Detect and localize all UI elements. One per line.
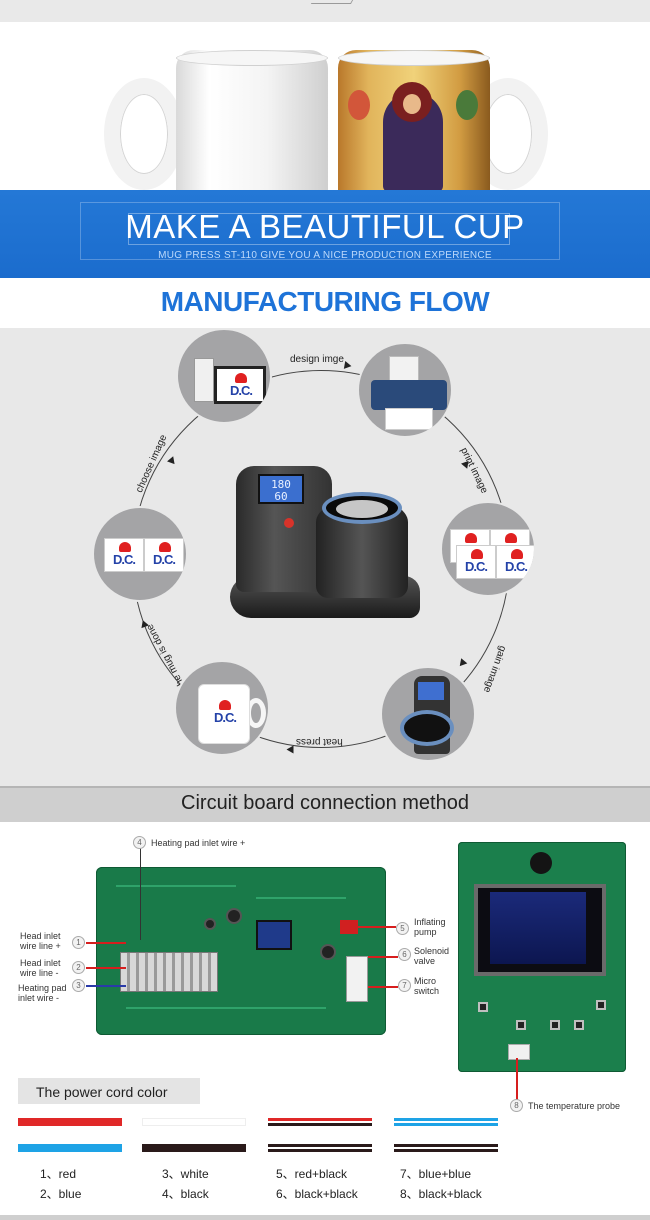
hero-title: MAKE A BEAUTIFUL CUP xyxy=(125,208,525,245)
printer-icon xyxy=(371,380,447,410)
board-button xyxy=(596,1000,606,1010)
cord-item-blue-blue: 7、blue+blue xyxy=(400,1167,472,1181)
transformer xyxy=(256,920,292,950)
callout-head-inlet-plus: Head inlet wire line + xyxy=(20,931,61,951)
callout-heating-pad-minus: Heating pad inlet wire - xyxy=(18,983,67,1003)
cord-item-red-black: 5、red+black xyxy=(276,1167,348,1181)
icon-painting xyxy=(378,74,448,194)
swatch-blue xyxy=(18,1144,122,1152)
icon-angel xyxy=(348,90,370,120)
swatch-white xyxy=(142,1118,246,1126)
callout-number: 7 xyxy=(398,979,411,992)
swatch-red xyxy=(18,1118,122,1126)
capacitor xyxy=(226,908,242,924)
callout-number: 5 xyxy=(396,922,409,935)
callout-heating-pad-plus: Heating pad inlet wire + xyxy=(151,838,246,848)
step-printer-node xyxy=(357,342,453,438)
flow-diagram: design imge print image gain image heat … xyxy=(0,328,650,786)
step-mug-node: D.C. xyxy=(174,660,270,756)
cord-item-red: 1、red xyxy=(40,1167,77,1181)
callout-number: 6 xyxy=(398,948,411,961)
dc-print: D.C. xyxy=(456,545,496,579)
computer-icon xyxy=(194,358,214,402)
swatch-blue-blue xyxy=(394,1118,498,1126)
callout-number: 4 xyxy=(133,836,146,849)
board-button xyxy=(516,1020,526,1030)
callout-number: 8 xyxy=(510,1099,523,1112)
arrow-icon xyxy=(343,360,353,371)
cord-item-black-black: 6、black+black xyxy=(276,1187,358,1201)
buzzer xyxy=(530,852,552,874)
arrow-icon xyxy=(286,745,294,754)
divider-mark xyxy=(310,0,354,4)
circuit-header xyxy=(0,786,650,822)
cord-item-white: 3、white xyxy=(162,1167,209,1181)
icon-angel xyxy=(456,90,478,120)
hero-banner: MAKE A BEAUTIFUL CUP MUG PRESS ST-110 GI… xyxy=(0,190,650,278)
switch-connector xyxy=(346,956,368,1002)
cord-title-box xyxy=(18,1078,200,1104)
callout-head-inlet-minus: Head inlet wire line - xyxy=(20,958,61,978)
board-button xyxy=(550,1020,560,1030)
callout-number: 1 xyxy=(72,936,85,949)
pump-connector xyxy=(340,920,358,934)
callout-number: 3 xyxy=(72,979,85,992)
step-choose-node: D.C. D.C. xyxy=(92,506,188,602)
machine-display: 180 60 xyxy=(258,474,304,504)
circuit-title: Circuit board connection method xyxy=(181,792,469,814)
dc-print: D.C. xyxy=(104,538,144,572)
machine-knob xyxy=(284,518,294,528)
step-heat-label: heat press xyxy=(296,736,343,747)
white-mug-handle xyxy=(104,78,184,190)
swatch-black-black-8 xyxy=(394,1144,498,1152)
mug-press-machine: 180 60 xyxy=(222,456,422,632)
hero-subtitle: MUG PRESS ST-110 GIVE YOU A NICE PRODUCT… xyxy=(158,250,492,261)
top-strip xyxy=(0,0,650,22)
flow-title: MANUFACTURING FLOW xyxy=(160,286,490,317)
step-paper-node: D.C. D.C. D.C. D.C. xyxy=(440,501,536,597)
cord-item-black: 4、black xyxy=(162,1187,209,1201)
callout-inflating-pump: Inflating pump xyxy=(414,917,446,937)
bottom-edge xyxy=(0,1215,650,1220)
dc-print: D.C. xyxy=(496,545,534,579)
callout-solenoid-valve: Solenoid valve xyxy=(414,946,450,966)
cord-title: The power cord color xyxy=(36,1084,168,1100)
cord-item-black-black-8: 8、black+black xyxy=(400,1187,482,1201)
swatch-red-black xyxy=(268,1118,372,1126)
callout-temperature-probe: The temperature probe xyxy=(528,1101,621,1111)
dc-print: D.C. xyxy=(205,697,245,731)
swatch-black-black xyxy=(268,1144,372,1152)
mug-icon: D.C. xyxy=(198,684,250,744)
swatch-black xyxy=(142,1144,246,1152)
heatsink xyxy=(120,952,218,992)
callout-micro-switch: Micro switch xyxy=(414,976,440,996)
callout-number: 2 xyxy=(72,961,85,974)
dc-print: D.C. xyxy=(221,370,261,400)
capacitor xyxy=(204,918,216,930)
step-computer-node: D.C. xyxy=(176,328,272,424)
dc-print: D.C. xyxy=(144,538,184,572)
board-button xyxy=(574,1020,584,1030)
board-button xyxy=(478,1002,488,1012)
step-design-label: design imge xyxy=(290,354,344,365)
probe-connector xyxy=(508,1044,530,1060)
main-circuit-board xyxy=(96,867,386,1035)
cord-item-blue: 2、blue xyxy=(40,1187,82,1201)
capacitor xyxy=(320,944,336,960)
step-press-node xyxy=(380,666,476,762)
